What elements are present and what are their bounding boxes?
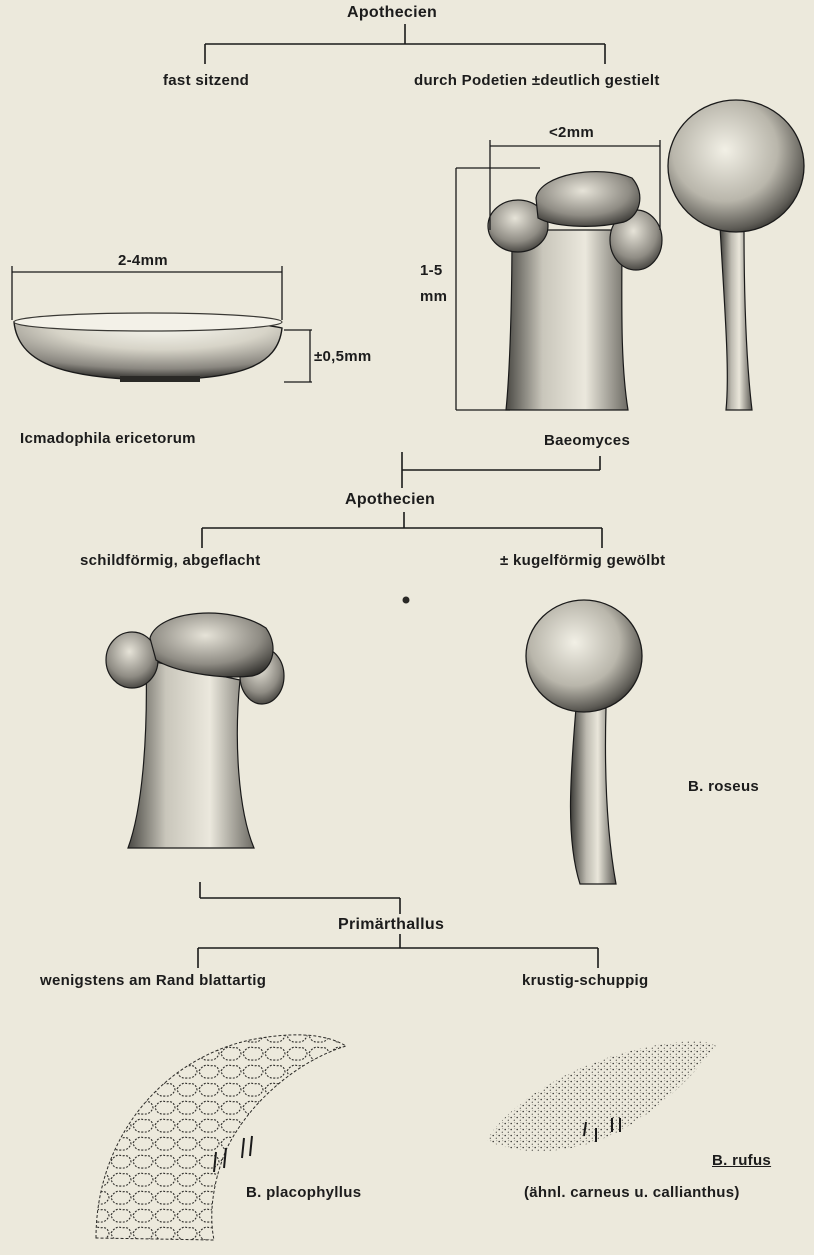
key3-right-option: krustig-schuppig — [522, 972, 648, 989]
b-rufus-note: (ähnl. carneus u. callianthus) — [524, 1184, 740, 1201]
icmadophila-height-dimension — [284, 330, 312, 382]
baeomyces-name: Baeomyces — [544, 432, 630, 449]
key1-bracket — [205, 24, 605, 64]
key3-title: Primärthallus — [338, 916, 444, 934]
key2-title: Apothecien — [345, 491, 435, 509]
icmadophila-name: Icmadophila ericetorum — [20, 430, 196, 447]
b-rufus-label: B. rufus — [712, 1152, 771, 1169]
b-roseus-drawing — [526, 600, 642, 884]
key1-right-option: durch Podetien ±deutlich gestielt — [414, 72, 660, 89]
icmadophila-apothecium-drawing — [14, 313, 282, 382]
key1-title: Apothecien — [347, 4, 437, 22]
b-rufus-drawing — [486, 1041, 716, 1151]
ink-dot — [403, 597, 410, 604]
baeomyces-podetium-drawing — [488, 172, 662, 410]
icmadophila-width-label: 2-4mm — [118, 252, 168, 269]
key1-left-option: fast sitzend — [163, 72, 249, 89]
key2-left-option: schildförmig, abgeflacht — [80, 552, 261, 569]
baeomyces-height-label-unit: mm — [420, 288, 447, 305]
b-roseus-label: B. roseus — [688, 778, 759, 795]
baeomyces-height-label-top: 1-5 — [420, 262, 443, 279]
key2-right-option: ± kugelförmig gewölbt — [500, 552, 665, 569]
icmadophila-width-dimension — [12, 266, 282, 320]
b-placophyllus-label: B. placophyllus — [246, 1184, 361, 1201]
key3-left-option: wenigstens am Rand blattartig — [40, 972, 266, 989]
baeomyces-width-label: <2mm — [549, 124, 594, 141]
baeomyces-globose-drawing — [668, 100, 804, 410]
icmadophila-height-label: ±0,5mm — [314, 348, 372, 365]
shield-form-drawing — [106, 613, 284, 848]
b-placophyllus-drawing — [96, 1035, 346, 1240]
